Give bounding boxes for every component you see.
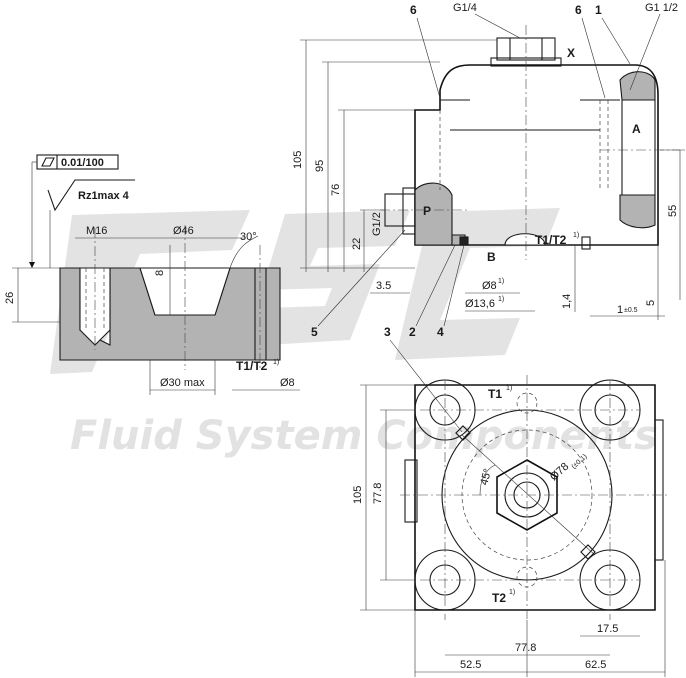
- plan-dim-w77-8: 77.8: [515, 642, 536, 654]
- dim-side-h105: 105: [292, 151, 304, 169]
- dim-d13-6: Ø13,6: [465, 298, 495, 310]
- port-a-section: [619, 71, 656, 101]
- flatness-symbol: [41, 157, 55, 167]
- dim-side-h95: 95: [314, 160, 326, 172]
- dim-h26: 26: [4, 292, 16, 304]
- plan-side-boss: [404, 459, 418, 523]
- watermark-text: Fluid System Components: [70, 413, 658, 459]
- watermark: Fluid System Components: [50, 208, 658, 459]
- dim-angle30: 30°: [240, 231, 257, 243]
- item-6b: 6: [575, 3, 582, 17]
- dim-detail-d8: Ø8: [280, 377, 295, 389]
- plan-dim-w17-5: 17.5: [597, 623, 618, 635]
- detail-counterbore: [139, 267, 231, 316]
- dim-3-5: 3.5: [376, 280, 391, 292]
- item-2: 2: [409, 325, 416, 339]
- thread-right: G1 1/2: [645, 2, 678, 14]
- dim-side-h55: 55: [667, 205, 679, 217]
- thread-p: G1/2: [371, 212, 383, 236]
- detail-port-label: T1/T2: [236, 359, 268, 373]
- plan-item-3: 3: [384, 325, 391, 339]
- valve-body-outline: [414, 64, 659, 246]
- port-p-label: P: [423, 204, 431, 218]
- center-hex-nut: [496, 459, 558, 531]
- svg-text:1): 1): [509, 589, 515, 596]
- plan-port-t2: T2: [492, 591, 506, 605]
- svg-text:1): 1): [506, 385, 512, 392]
- roughness-symbol: [47, 179, 135, 212]
- svg-text:1): 1): [498, 278, 504, 285]
- item-6a: 6: [410, 3, 417, 17]
- item-5: 5: [311, 325, 318, 339]
- dim-side-5: 5: [645, 300, 657, 306]
- port-b-section: [504, 233, 546, 246]
- dim-side-1-tol: ±0.5: [624, 307, 638, 314]
- plan-dim-h105: 105: [352, 486, 364, 504]
- dim-angle45: 45°: [478, 467, 494, 486]
- svg-text:1): 1): [498, 296, 504, 303]
- svg-text:1): 1): [273, 359, 279, 366]
- svg-text:1): 1): [573, 232, 579, 239]
- plan-port-t1: T1: [488, 387, 502, 401]
- dim-side-d8: Ø8: [482, 280, 497, 292]
- dim-m16: M16: [86, 225, 107, 237]
- dim-d46: Ø46: [173, 225, 194, 237]
- flatness-value: 0.01/100: [61, 157, 104, 169]
- dim-side-h76: 76: [330, 184, 342, 196]
- dim-side-h22: 22: [351, 238, 363, 250]
- port-p-section: [414, 182, 453, 246]
- roughness-text: Rz1max 4: [78, 190, 130, 202]
- plan-dim-h77-8: 77.8: [372, 483, 384, 504]
- dim-d30max: Ø30 max: [160, 377, 205, 389]
- port-t-label: T1/T2: [535, 233, 567, 247]
- dim-d78: Ø78: [548, 461, 571, 484]
- port-a-label: A: [632, 122, 641, 136]
- dim-h8: 8: [154, 270, 166, 276]
- plan-dim-w62-5: 62.5: [585, 659, 606, 671]
- port-b-label: B: [487, 250, 496, 264]
- plan-body-outline: [414, 384, 656, 611]
- plan-view: T1 1) T2 1) Ø78 (±0.1) 45° 3 105 77.8 77…: [352, 325, 670, 677]
- side-view: A P B X G1/4 G1 1/2 G1/2 6 6 1 5: [292, 2, 685, 339]
- surface-detail: 0.01/100 Rz1max 4 M16 Ø46 30° 8 26: [4, 154, 300, 395]
- watermark-logo: [50, 208, 560, 374]
- port-x-label: X: [567, 46, 575, 60]
- dim-side-1: 1: [617, 304, 623, 316]
- dim-1-4: 1,4: [561, 294, 573, 309]
- item-4: 4: [437, 325, 444, 339]
- item-1: 1: [595, 3, 602, 17]
- plan-dim-w52-5: 52.5: [460, 659, 481, 671]
- thread-top: G1/4: [453, 2, 477, 14]
